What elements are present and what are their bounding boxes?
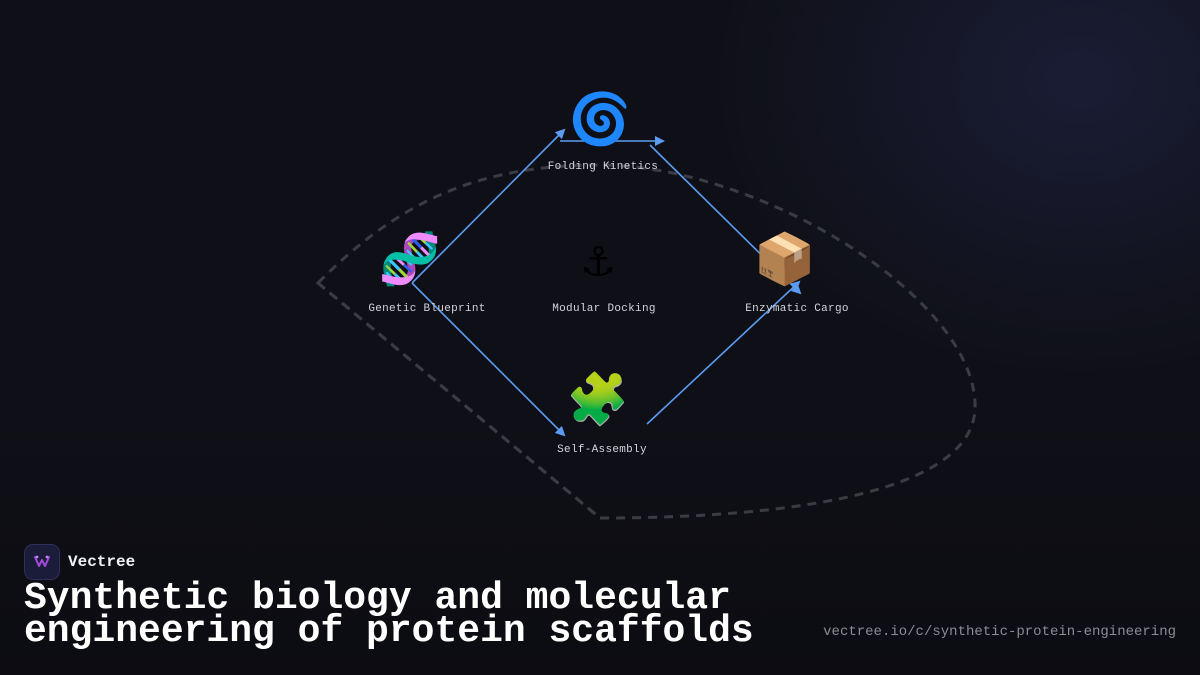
edge-folding-cargo <box>649 144 802 295</box>
puzzle-icon: 🧩 <box>567 370 629 432</box>
brand-name: Vectree <box>68 553 136 571</box>
node-label-folding: Folding Kinetics <box>548 161 658 173</box>
dna-icon: 🧬 <box>379 229 441 292</box>
node-assembly: 🧩 Self-Assembly <box>557 370 647 456</box>
node-folding: 🌀 Folding Kinetics <box>548 89 658 173</box>
edge-genetic-assembly <box>411 282 566 437</box>
node-genetic: 🧬 Genetic Blueprint <box>368 229 485 315</box>
node-docking: ⚓ Modular Docking <box>552 235 656 315</box>
edge-genetic-folding <box>411 128 566 284</box>
node-label-docking: Modular Docking <box>552 303 656 315</box>
outline-curve-left <box>317 281 601 520</box>
node-label-assembly: Self-Assembly <box>557 444 647 456</box>
cyclone-icon: 🌀 <box>569 89 631 152</box>
package-icon: 📦 <box>754 230 816 292</box>
node-cargo: 📦 Enzymatic Cargo <box>745 230 849 315</box>
anchor-icon: ⚓ <box>583 235 613 292</box>
page-url[interactable]: vectree.io/c/synthetic-protein-engineeri… <box>823 624 1176 640</box>
vectree-logo-icon <box>24 544 60 580</box>
page-title: Synthetic biology and molecular engineer… <box>24 577 754 653</box>
outline-curve <box>315 163 977 520</box>
brand: Vectree <box>24 544 135 580</box>
edge-assembly-cargo <box>646 280 801 425</box>
node-label-cargo: Enzymatic Cargo <box>745 303 849 315</box>
node-label-genetic: Genetic Blueprint <box>368 303 485 315</box>
